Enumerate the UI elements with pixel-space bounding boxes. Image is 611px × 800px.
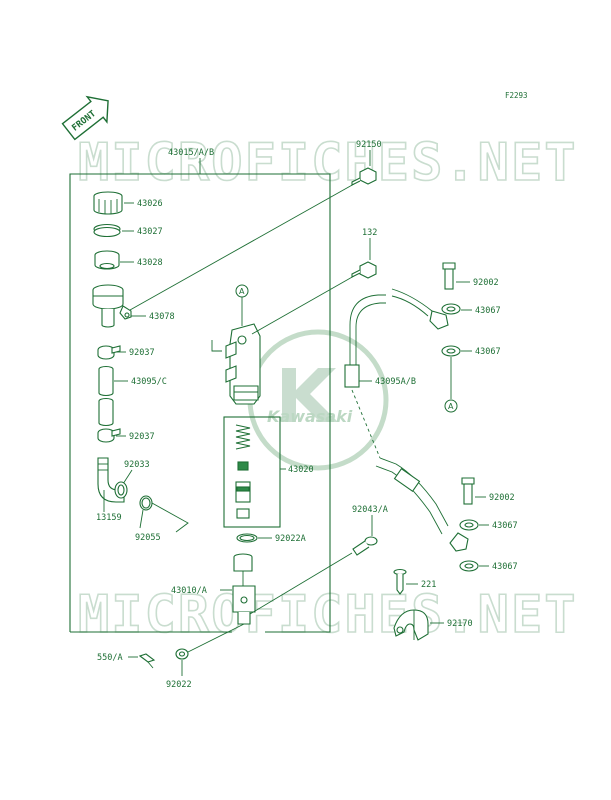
label-92022a: 92022A [275,534,306,544]
label-43095ab: 43095A/B [375,377,416,387]
assembly-frame [69,173,331,633]
kawasaki-logo-watermark: Kawasaki [247,329,389,471]
figure-code: F2293 [505,91,528,100]
piston-kit-box [223,416,281,528]
reservoir-plate [93,223,121,238]
label-43020: 43020 [288,465,314,475]
push-rod-clevis [232,553,256,625]
master-cylinder-body [225,323,261,405]
watermark-bottom: MICROFICHES.NET [78,585,578,645]
pin-92043 [352,536,378,556]
reservoir-diaphragm [94,250,120,270]
label-550: 550/A [97,653,123,663]
label-43028: 43028 [137,258,163,268]
washer-43067-c [459,519,479,531]
hose-clamp-92170 [393,609,429,641]
callout-a-upper-label: A [239,287,245,296]
logo-text: Kawasaki [267,407,353,426]
label-92055: 92055 [135,533,161,543]
piston-kit-cups [235,461,251,519]
label-132: 132 [362,228,377,238]
washer-43067-d [459,560,479,572]
bolt-132 [351,261,377,279]
label-92037-upper: 92037 [129,348,155,358]
circlip-92022a [236,533,258,543]
label-43078: 43078 [149,312,175,322]
label-43010: 43010/A [171,586,207,596]
label-43027: 43027 [137,227,163,237]
label-92043: 92043/A [352,505,388,515]
o-ring-92033 [114,481,128,499]
callout-a-lower-label: A [448,402,454,411]
watermark-top: MICROFICHES.NET [78,133,578,193]
bolt-92150 [351,167,377,186]
washer-92022 [175,648,189,660]
label-92022: 92022 [166,680,192,690]
label-92002-upper: 92002 [473,278,499,288]
label-13159: 13159 [96,513,122,523]
banjo-bolt-upper [442,262,456,290]
label-92033: 92033 [124,460,150,470]
reservoir-tank [92,284,132,328]
label-92037-lower: 92037 [129,432,155,442]
label-221: 221 [421,580,436,590]
label-43026: 43026 [137,199,163,209]
screw-221 [393,568,407,595]
label-43067-d: 43067 [492,562,518,572]
hose-clamp-upper [97,345,121,360]
label-43015: 43015/A/B [168,148,214,158]
circlip-92055 [139,495,153,511]
label-43067-c: 43067 [492,521,518,531]
label-92150: 92150 [356,140,382,150]
callout-a-lower [444,399,458,413]
washer-43067-a [441,303,461,315]
label-92170: 92170 [447,619,473,629]
reservoir-hose [98,365,114,427]
cotter-pin [138,653,156,669]
label-43095c: 43095/C [131,377,167,387]
label-92002-lower: 92002 [489,493,515,503]
reservoir-cap [93,191,123,215]
label-43067-b: 43067 [475,347,501,357]
brake-hose [344,288,469,552]
hose-clamp-lower [97,428,121,443]
piston-kit-spring [235,424,251,450]
washer-43067-b [441,345,461,357]
label-43067-a: 43067 [475,306,501,316]
banjo-bolt-lower [461,477,475,505]
